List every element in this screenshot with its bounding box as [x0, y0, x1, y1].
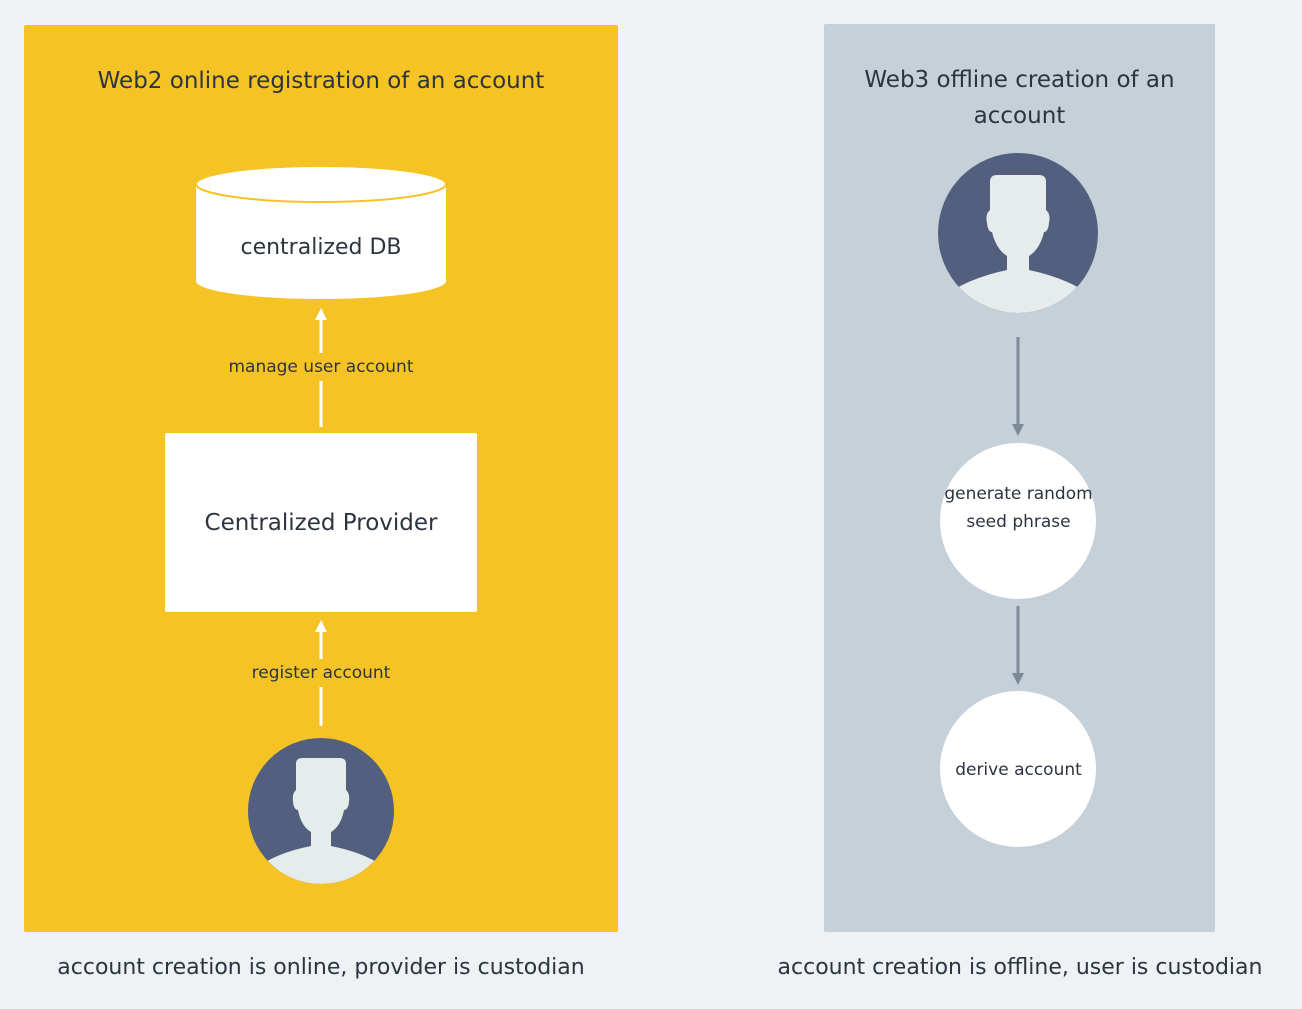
centralized-provider-box: Centralized Provider	[165, 433, 477, 612]
web2-caption: account creation is online, provider is …	[57, 955, 585, 980]
provider-label: Centralized Provider	[204, 509, 438, 536]
web3-panel-title: Web3 offline creation of an account	[864, 67, 1175, 129]
derive-account-label: derive account	[955, 760, 1082, 780]
generate-seed-label: generate random seed phrase	[944, 484, 1093, 532]
web2-panel-title: Web2 online registration of an account	[97, 68, 545, 94]
web3-panel: Web3 offline creation of an account	[824, 24, 1215, 932]
edge-label-register: register account	[171, 659, 471, 687]
web3-caption: account creation is offline, user is cus…	[777, 955, 1263, 980]
database-label: centralized DB	[240, 235, 402, 260]
edge-label-manage: manage user account	[171, 353, 471, 381]
